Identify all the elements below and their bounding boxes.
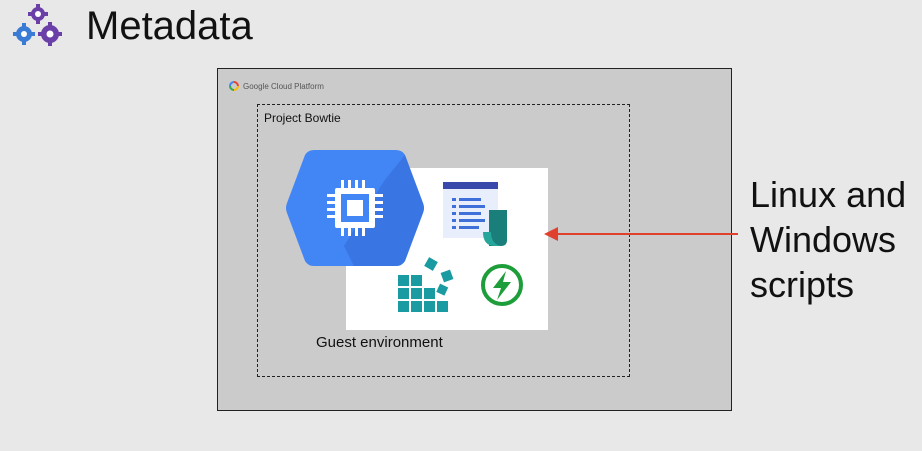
gears-icon [13,4,62,46]
callout-line: scripts [750,264,855,305]
compute-engine-icon [286,150,424,266]
callout-text: Linux and Windows scripts [750,172,920,307]
project-box: Project Bowtie [257,104,630,377]
project-label: Project Bowtie [264,111,341,125]
gcp-logo-text: Google Cloud Platform [243,81,324,91]
callout-line: Windows [750,219,897,260]
gcp-logo: Google Cloud Platform [228,79,324,93]
callout-line: Linux and [750,174,907,215]
guest-environment-label: Guest environment [316,334,443,351]
gcp-frame: Google Cloud Platform Project Bowtie [217,68,732,411]
slide-title: Metadata [86,4,253,48]
blocks-icon [398,257,454,312]
google-cloud-logo-icon [229,81,239,91]
arrow-left-icon [544,227,738,241]
cloud-functions-icon [481,264,523,306]
document-icon [443,182,507,246]
